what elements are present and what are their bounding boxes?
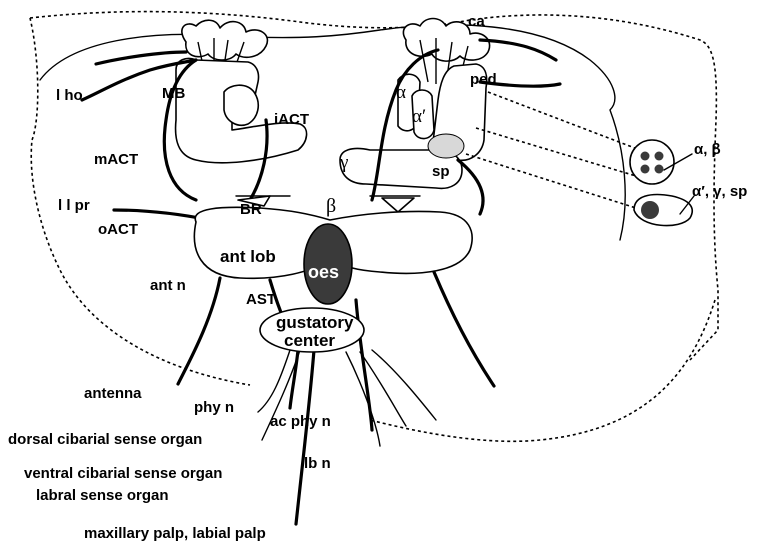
label-ventral-cibarial: ventral cibarial sense organ <box>24 465 222 482</box>
nerve-lb-n <box>296 350 314 524</box>
label-antenna: antenna <box>84 385 142 402</box>
nerve-right-lower <box>434 272 494 386</box>
inset-leader-mid <box>476 128 636 176</box>
inset-leader-lower <box>466 154 636 208</box>
label-ast: AST <box>246 291 276 308</box>
tract-l-ho-upper <box>96 52 186 64</box>
label-ped: ped <box>470 71 497 88</box>
label-l-l-pr: l l pr <box>58 197 90 214</box>
head-capsule-outline-right <box>370 300 715 441</box>
label-lb-n: lb n <box>304 455 331 472</box>
label-gamma: γ <box>339 152 348 173</box>
label-inset-alpha-beta: α, β <box>694 141 721 158</box>
label-maxillary: maxillary palp, labial palp <box>84 525 266 542</box>
label-oes: oes <box>308 262 339 282</box>
label-l-ho: l ho <box>56 87 83 104</box>
label-dorsal-cibarial: dorsal cibarial sense organ <box>8 431 202 448</box>
label-alpha: α <box>396 82 406 103</box>
label-mact: mACT <box>94 151 138 168</box>
bridge-right <box>382 198 414 212</box>
label-ca: ca <box>468 13 485 30</box>
label-inset-alpha-gamma-sp: α′, γ, sp <box>692 183 747 200</box>
label-beta: β <box>326 195 336 217</box>
label-gustatory-2: center <box>284 331 335 350</box>
mushroom-body-left <box>176 20 307 163</box>
label-iact: iACT <box>274 111 309 128</box>
label-ac-phy-n: ac phy n <box>270 413 331 430</box>
mushroom-body-right <box>340 19 490 189</box>
label-br: BR <box>240 201 262 218</box>
label-ant-lob: ant lob <box>220 247 276 266</box>
label-gustatory-1: gustatory <box>276 313 354 332</box>
inset-cross-section <box>630 140 694 226</box>
label-phy-n: phy n <box>194 399 234 416</box>
spur-region <box>428 134 464 158</box>
label-mb: MB <box>162 85 185 102</box>
inset-leader-upper <box>488 92 640 150</box>
label-oact: oACT <box>98 221 138 238</box>
label-alpha-prime: α′ <box>412 106 426 127</box>
label-sp: sp <box>432 163 450 180</box>
nerve-thin-1 <box>258 350 290 412</box>
tract-right-upper <box>480 40 556 60</box>
label-ant-n: ant n <box>150 277 186 294</box>
label-labral: labral sense organ <box>36 487 169 504</box>
